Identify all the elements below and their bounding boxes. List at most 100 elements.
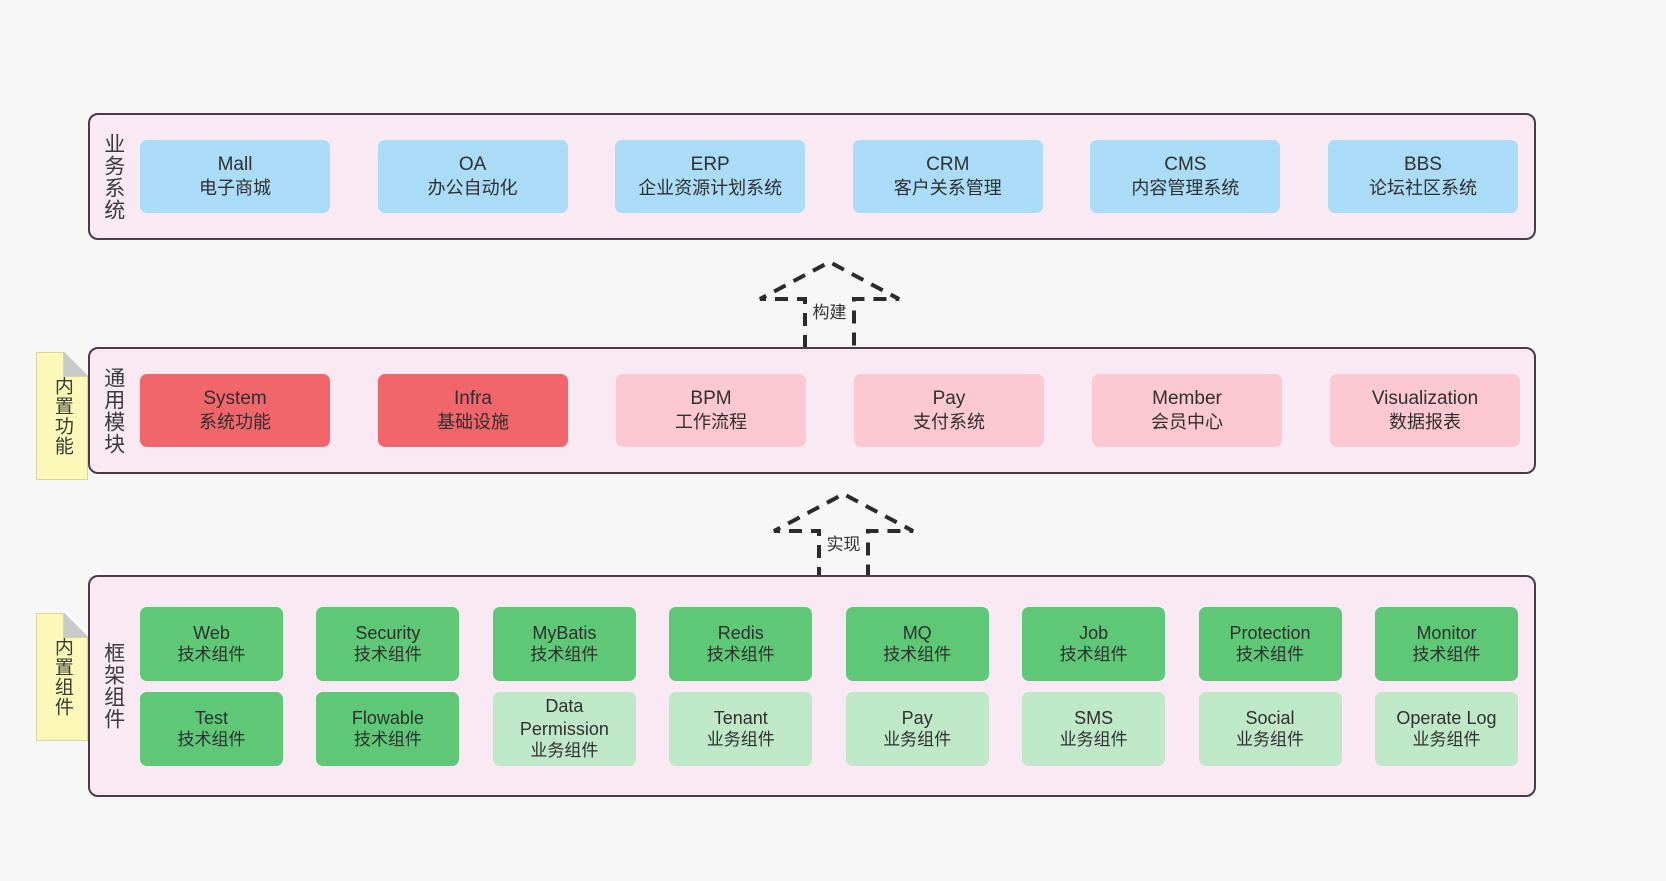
node-social[interactable]: Social 业务组件 [1198, 691, 1342, 766]
node-subtitle: 论坛社区系统 [1368, 178, 1477, 199]
layer-caption-framework: 框架组件 [101, 642, 125, 730]
node-subtitle: 技术组件 [1059, 645, 1128, 665]
framework-business-row: Test 技术组件 Flowable 技术组件 Data Permission … [140, 691, 1518, 766]
node-erp[interactable]: ERP 企业资源计划系统 [615, 140, 806, 213]
layer-body-common: System 系统功能 Infra 基础设施 BPM 工作流程 Pay 支付系统… [136, 349, 1534, 472]
node-title: Social [1245, 707, 1295, 728]
node-visualization[interactable]: Visualization 数据报表 [1330, 374, 1520, 447]
node-subtitle: 技术组件 [1412, 645, 1481, 665]
node-pay[interactable]: Pay 支付系统 [854, 374, 1044, 447]
node-monitor[interactable]: Monitor 技术组件 [1374, 606, 1518, 681]
node-subtitle: 客户关系管理 [893, 178, 1002, 199]
node-title: Tenant [713, 707, 768, 728]
node-title: Mall [217, 154, 253, 176]
node-title: Data Permission [519, 696, 609, 739]
node-subtitle: 会员中心 [1151, 412, 1223, 433]
sticky-note-builtin-features: 内置功能 [36, 352, 88, 480]
common-node-row: System 系统功能 Infra 基础设施 BPM 工作流程 Pay 支付系统… [140, 374, 1520, 447]
layer-business-systems: 业务系统 Mall 电子商城 OA 办公自动化 ERP 企业资源计划系统 CRM… [88, 113, 1536, 240]
node-bbs[interactable]: BBS 论坛社区系统 [1327, 140, 1518, 213]
node-protection[interactable]: Protection 技术组件 [1198, 606, 1342, 681]
node-subtitle: 业务组件 [1236, 730, 1305, 750]
node-subtitle: 内容管理系统 [1131, 178, 1240, 199]
layer-framework-components: 框架组件 Web 技术组件 Security 技术组件 MyBatis 技术组件… [88, 575, 1536, 797]
node-subtitle: 技术组件 [530, 645, 599, 665]
layer-caption-business: 业务系统 [101, 132, 125, 221]
node-subtitle: 企业资源计划系统 [638, 178, 783, 199]
node-subtitle: 系统功能 [199, 412, 271, 433]
node-subtitle: 办公自动化 [427, 178, 518, 199]
node-data-permission[interactable]: Data Permission 业务组件 [492, 691, 636, 766]
node-title: Member [1152, 388, 1222, 410]
node-subtitle: 技术组件 [353, 730, 422, 750]
node-mybatis[interactable]: MyBatis 技术组件 [492, 606, 636, 681]
node-subtitle: 技术组件 [177, 645, 246, 665]
node-title: Job [1079, 622, 1109, 643]
node-title: MQ [902, 622, 932, 643]
node-title: Pay [901, 707, 933, 728]
node-title: Visualization [1371, 388, 1479, 410]
node-security[interactable]: Security 技术组件 [316, 606, 460, 681]
node-member[interactable]: Member 会员中心 [1092, 374, 1282, 447]
node-pay-business[interactable]: Pay 业务组件 [845, 691, 989, 766]
node-title: Monitor [1416, 622, 1477, 643]
node-operate-log[interactable]: Operate Log 业务组件 [1374, 691, 1518, 766]
layer-common-modules: 通用模块 System 系统功能 Infra 基础设施 BPM 工作流程 Pay… [88, 347, 1536, 474]
node-redis[interactable]: Redis 技术组件 [669, 606, 813, 681]
node-title: CMS [1164, 154, 1207, 176]
node-cms[interactable]: CMS 内容管理系统 [1090, 140, 1281, 213]
node-title: Test [194, 707, 228, 728]
node-subtitle: 技术组件 [883, 645, 952, 665]
node-title: BPM [690, 388, 732, 410]
node-crm[interactable]: CRM 客户关系管理 [852, 140, 1043, 213]
node-title: Web [193, 622, 230, 643]
node-subtitle: 技术组件 [177, 730, 246, 750]
framework-tech-row: Web 技术组件 Security 技术组件 MyBatis 技术组件 Redi… [140, 606, 1518, 681]
node-mq[interactable]: MQ 技术组件 [845, 606, 989, 681]
node-bpm[interactable]: BPM 工作流程 [616, 374, 806, 447]
node-subtitle: 技术组件 [353, 645, 422, 665]
node-title: SMS [1074, 707, 1114, 728]
node-title: Flowable [351, 707, 424, 728]
arrow-build: 构建 [752, 258, 907, 350]
node-flowable[interactable]: Flowable 技术组件 [316, 691, 460, 766]
node-subtitle: 电子商城 [199, 178, 271, 199]
node-oa[interactable]: OA 办公自动化 [377, 140, 568, 213]
node-title: Infra [453, 388, 493, 410]
node-title: MyBatis [532, 622, 597, 643]
node-subtitle: 数据报表 [1389, 412, 1461, 433]
node-test[interactable]: Test 技术组件 [140, 691, 283, 766]
node-title: CRM [926, 154, 970, 176]
node-title: Protection [1229, 622, 1311, 643]
layer-body-business: Mall 电子商城 OA 办公自动化 ERP 企业资源计划系统 CRM 客户关系… [136, 115, 1534, 238]
node-job[interactable]: Job 技术组件 [1022, 606, 1166, 681]
node-subtitle: 业务组件 [706, 730, 775, 750]
node-subtitle: 支付系统 [913, 412, 985, 433]
node-mall[interactable]: Mall 电子商城 [140, 140, 330, 213]
node-subtitle: 业务组件 [530, 741, 599, 761]
layer-caption-common: 通用模块 [101, 366, 125, 455]
node-title: BBS [1403, 154, 1442, 176]
sticky-note-builtin-components: 内置组件 [36, 613, 88, 741]
layer-body-framework: Web 技术组件 Security 技术组件 MyBatis 技术组件 Redi… [136, 577, 1534, 795]
arrow-implement: 实现 [766, 490, 921, 582]
node-subtitle: 业务组件 [883, 730, 952, 750]
node-system[interactable]: System 系统功能 [140, 374, 330, 447]
node-subtitle: 技术组件 [706, 645, 775, 665]
node-subtitle: 业务组件 [1059, 730, 1128, 750]
node-infra[interactable]: Infra 基础设施 [378, 374, 568, 447]
node-sms[interactable]: SMS 业务组件 [1022, 691, 1166, 766]
node-tenant[interactable]: Tenant 业务组件 [669, 691, 813, 766]
node-subtitle: 业务组件 [1412, 730, 1481, 750]
node-title: ERP [690, 154, 730, 176]
node-subtitle: 基础设施 [437, 412, 509, 433]
node-subtitle: 技术组件 [1236, 645, 1305, 665]
node-title: Pay [932, 388, 966, 410]
node-title: Operate Log [1396, 707, 1497, 728]
node-subtitle: 工作流程 [675, 412, 747, 433]
node-web[interactable]: Web 技术组件 [140, 606, 283, 681]
business-node-row: Mall 电子商城 OA 办公自动化 ERP 企业资源计划系统 CRM 客户关系… [140, 140, 1518, 213]
node-title: Security [355, 622, 421, 643]
node-title: OA [458, 154, 487, 176]
